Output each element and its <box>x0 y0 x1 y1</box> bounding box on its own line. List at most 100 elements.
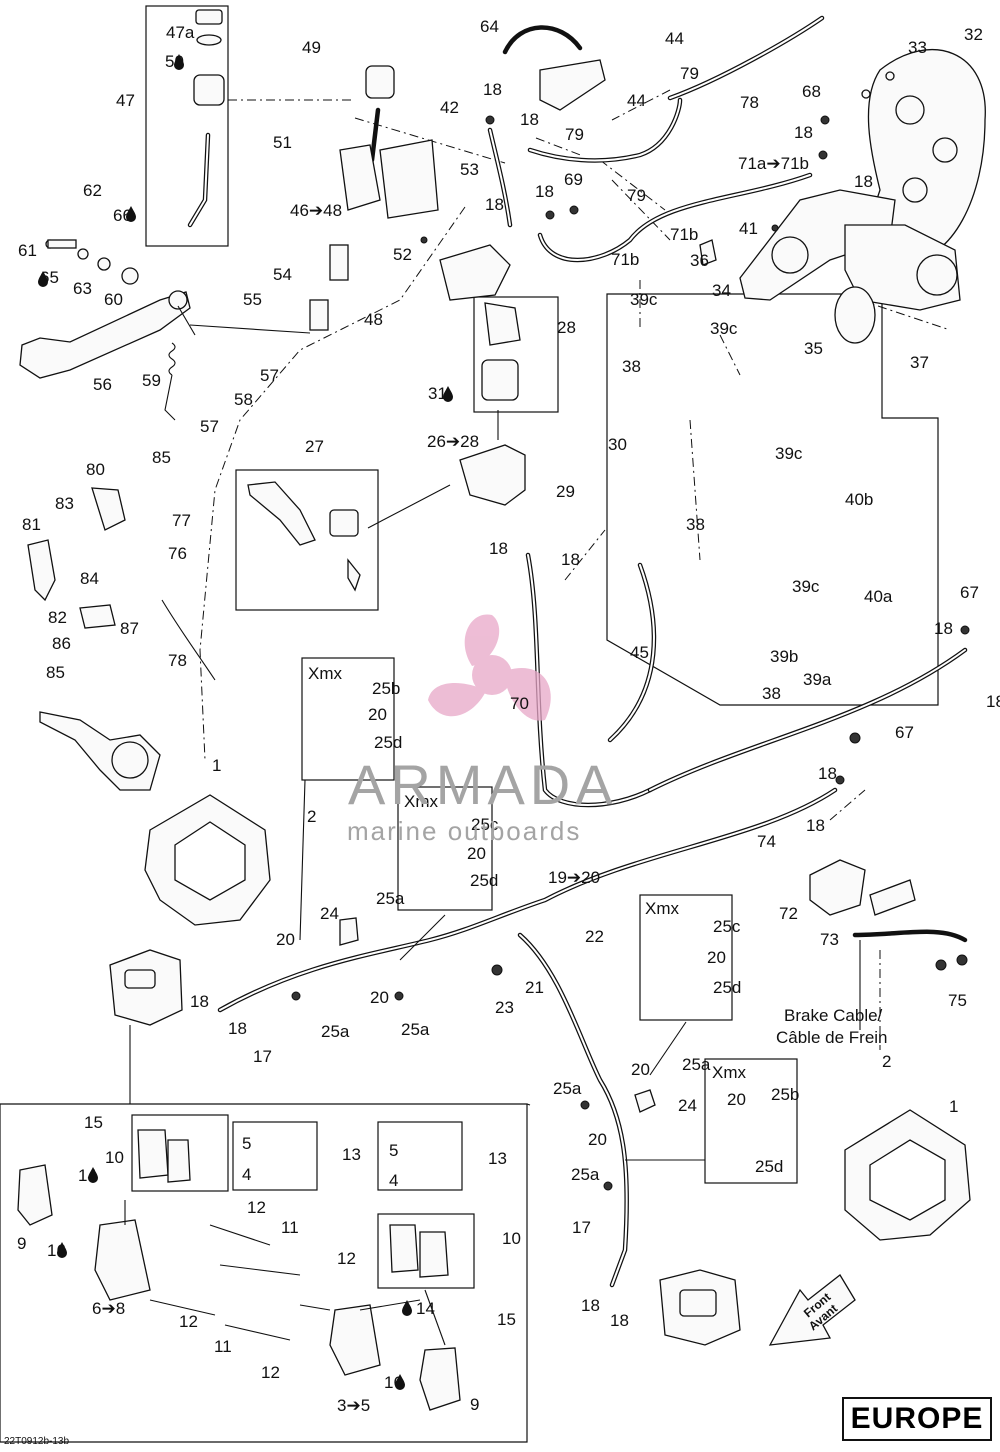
callout-c47: 47 <box>116 91 135 110</box>
oil-drop-icons <box>38 54 453 1390</box>
callout-c33: 33 <box>908 38 927 57</box>
box-xmx-c <box>639 894 733 1021</box>
callout-c83: 83 <box>55 494 74 513</box>
box-rear-caliper-exploded <box>606 293 939 706</box>
callout-c25d3: 25d <box>713 978 741 997</box>
callout-c18a: 18 <box>483 80 502 99</box>
callout-c81: 81 <box>22 515 41 534</box>
callout-c85b: 85 <box>46 663 65 682</box>
callout-c2a: 2 <box>307 807 316 826</box>
callout-c25a4: 25a <box>682 1055 711 1074</box>
region-badge: EUROPE <box>842 1397 992 1441</box>
callout-c57a: 57 <box>260 366 279 385</box>
callout-c56: 56 <box>93 375 112 394</box>
hand-lever <box>247 481 316 546</box>
callout-c12c: 12 <box>179 1312 198 1331</box>
callout-c78a: 78 <box>740 93 759 112</box>
oil-drop-icon <box>395 1374 405 1390</box>
callout-c18f: 18 <box>485 195 504 214</box>
reservoir-cap <box>195 9 223 25</box>
callout-c87: 87 <box>120 619 139 638</box>
callout-c11a: 11 <box>281 1218 299 1237</box>
oil-drop-icon <box>402 1300 412 1316</box>
callout-c18p: 18 <box>610 1311 629 1330</box>
callout-c26: 26➔28 <box>427 432 479 451</box>
callout-c78b: 78 <box>168 651 187 670</box>
callout-c15b: 15 <box>497 1310 516 1329</box>
oil-drop-icon <box>443 386 453 402</box>
callout-c18m: 18 <box>190 992 209 1011</box>
callout-c60: 60 <box>104 290 123 309</box>
callout-c59: 59 <box>142 371 161 390</box>
box-pads-b <box>377 1213 475 1289</box>
callout-c18b: 18 <box>520 110 539 129</box>
box-caliper-kit <box>473 296 559 413</box>
callout-c66: 66 <box>113 206 132 225</box>
callout-c6: 6➔8 <box>92 1299 125 1318</box>
callout-c39b: 39b <box>770 647 798 666</box>
callout-c1a: 1 <box>212 756 221 775</box>
callout-c80: 80 <box>86 460 105 479</box>
callout-c2b: 2 <box>882 1052 891 1071</box>
diagram-code: 22T0912b-13b <box>4 1436 70 1447</box>
callout-c74: 74 <box>757 832 776 851</box>
callout-c12d: 12 <box>261 1363 280 1382</box>
callout-c32: 32 <box>964 25 983 44</box>
callout-c4a: 4 <box>242 1165 251 1184</box>
box-xmx-d <box>704 1058 798 1184</box>
callout-c58: 58 <box>234 390 253 409</box>
callout-c61: 61 <box>18 241 37 260</box>
detail-boxes <box>0 5 939 1443</box>
callout-c71b1: 71b <box>670 225 698 244</box>
callout-c18d: 18 <box>854 172 873 191</box>
callout-c3: 3➔5 <box>337 1396 370 1415</box>
callout-c24b: 24 <box>678 1096 697 1115</box>
callout-c31: 31 <box>428 384 447 403</box>
callout-c28: 28 <box>557 318 576 337</box>
callout-c18j: 18 <box>986 692 1000 711</box>
callout-c18k: 18 <box>818 764 837 783</box>
brake-cable-label-en: Brake Cable/ <box>784 1006 883 1025</box>
brake-cable-label-fr: Câble de Frein <box>776 1028 888 1047</box>
callout-c18i: 18 <box>934 619 953 638</box>
callout-c27: 27 <box>305 437 324 456</box>
callout-c82: 82 <box>48 608 67 627</box>
callout-c25a3: 25a <box>401 1020 430 1039</box>
callout-c73: 73 <box>820 930 839 949</box>
callout-c68: 68 <box>802 82 821 101</box>
callout-c30: 30 <box>608 435 627 454</box>
callout-c38a: 38 <box>622 357 641 376</box>
callout-c20d: 20 <box>276 930 295 949</box>
brake-lines <box>161 15 968 1288</box>
callout-c48: 48 <box>364 310 383 329</box>
callout-c86: 86 <box>52 634 71 653</box>
box-pads-a <box>131 1114 229 1192</box>
callout-c47a: 47a <box>166 23 195 42</box>
callout-c1b: 1 <box>949 1097 958 1116</box>
callout-c44a: 44 <box>665 29 684 48</box>
callout-c25b1: 25b <box>372 679 400 698</box>
callout-c77: 77 <box>172 511 191 530</box>
callout-c55: 55 <box>243 290 262 309</box>
watermark-tagline: marine outboards <box>347 816 582 846</box>
callout-c69: 69 <box>564 170 583 189</box>
oil-drop-icon <box>88 1167 98 1183</box>
oil-drop-icon <box>57 1242 67 1258</box>
callout-c67a: 67 <box>960 583 979 602</box>
callout-c25d2: 25d <box>470 871 498 890</box>
box-hand-lever <box>235 469 379 611</box>
callout-c51: 51 <box>273 133 292 152</box>
box-pins-b <box>377 1121 463 1191</box>
front-master-cylinder <box>459 444 526 506</box>
callout-c54: 54 <box>273 265 292 284</box>
callout-c79c: 79 <box>627 186 646 205</box>
pointer-arrows <box>124 305 705 1346</box>
callout-c19: 19➔20 <box>548 868 600 887</box>
callout-c35: 35 <box>804 339 823 358</box>
oil-drop-icon <box>174 54 184 70</box>
oil-drop-icon <box>126 206 136 222</box>
callout-c67b: 67 <box>895 723 914 742</box>
callout-c18h: 18 <box>561 550 580 569</box>
oil-drop-icon <box>38 271 48 287</box>
